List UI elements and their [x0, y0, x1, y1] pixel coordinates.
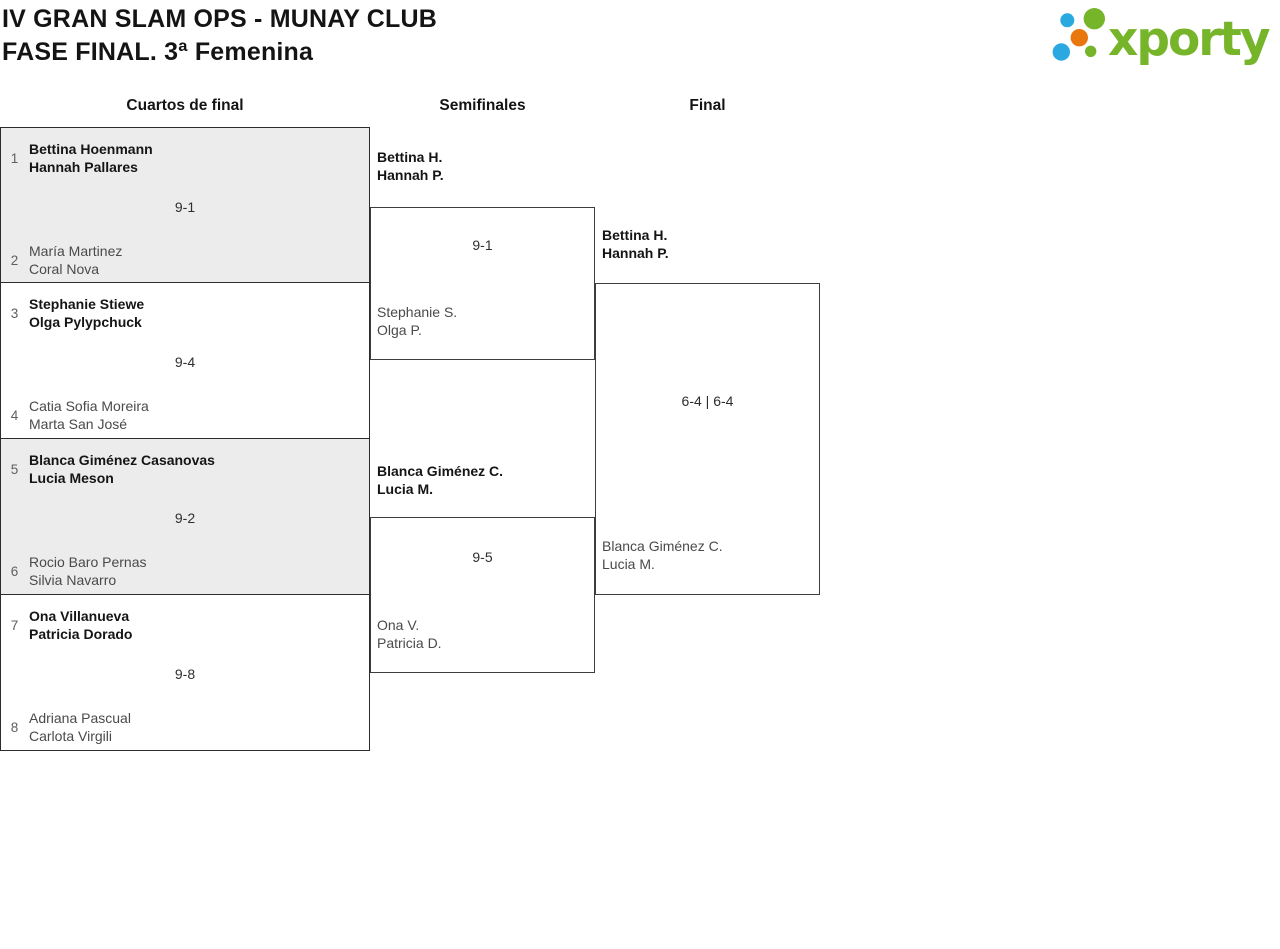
seed-number: 5 [10, 461, 19, 477]
player-name: Ona Villanueva [29, 608, 130, 624]
seed-number: 4 [10, 407, 19, 423]
quarterfinal-match-2: 3 Stephanie Stiewe Olga Pylypchuck 9-4 4… [0, 282, 370, 439]
final-score: 6-4 | 6-4 [681, 393, 734, 409]
seed-number: 6 [10, 563, 19, 579]
player-name: Ona V. [377, 617, 420, 633]
page-title: IV GRAN SLAM OPS - MUNAY CLUB FASE FINAL… [2, 3, 437, 69]
quarterfinal-match-3: 5 Blanca Giménez Casanovas Lucia Meson 9… [0, 438, 370, 595]
player-name: María Martinez [29, 243, 123, 259]
xporty-logo-icon: xporty [1052, 8, 1272, 67]
semifinal-match-1-box [370, 207, 595, 360]
player-name: Stephanie Stiewe [29, 296, 145, 312]
seed-number: 1 [10, 150, 19, 166]
player-name: Catia Sofia Moreira [29, 398, 149, 414]
player-name: Lucia M. [377, 481, 434, 497]
team-pair: 7 Ona Villanueva Patricia Dorado [9, 607, 361, 643]
player-name: Patricia D. [377, 635, 442, 651]
semifinal-match-2-box [370, 517, 595, 673]
team-names-winner: Blanca Giménez Casanovas Lucia Meson [29, 451, 215, 487]
player-name: Blanca Giménez C. [377, 463, 504, 479]
team-names-winner: Stephanie Stiewe Olga Pylypchuck [29, 295, 144, 331]
player-name: Hannah P. [377, 167, 444, 183]
xporty-logo[interactable]: xporty [1045, 2, 1280, 70]
player-name: Coral Nova [29, 261, 100, 277]
phase-category: FASE FINAL. 3ª Femenina [2, 38, 314, 66]
player-name: Olga Pylypchuck [29, 314, 142, 330]
player-name: Bettina H. [377, 149, 443, 165]
team-pair: 1 Bettina Hoenmann Hannah Pallares [9, 140, 361, 176]
player-name: Stephanie S. [377, 304, 458, 320]
player-name: Olga P. [377, 322, 422, 338]
seed-number: 8 [10, 719, 19, 735]
semifinal-1-top-team: Bettina H. Hannah P. [377, 148, 444, 184]
match-score: 9-2 [174, 510, 196, 526]
seed-number: 3 [10, 305, 19, 321]
team-names-winner: Ona Villanueva Patricia Dorado [29, 607, 132, 643]
round-header-semifinales: Semifinales [439, 97, 526, 114]
player-name: Rocio Baro Pernas [29, 554, 147, 570]
team-pair: 8 Adriana Pascual Carlota Virgili [9, 709, 361, 745]
match-score: 9-1 [174, 199, 196, 215]
final-bottom-team: Blanca Giménez C. Lucia M. [602, 537, 723, 573]
player-name: Hannah Pallares [29, 159, 138, 175]
player-name: Bettina H. [602, 227, 668, 243]
player-name: Bettina Hoenmann [29, 141, 153, 157]
quarterfinal-match-4: 7 Ona Villanueva Patricia Dorado 9-8 8 A… [0, 594, 370, 751]
match-score: 9-8 [174, 666, 196, 682]
logo-wordmark: xporty [1108, 12, 1270, 67]
match-score: 9-5 [472, 549, 493, 565]
player-name: Marta San José [29, 416, 128, 432]
player-name: Blanca Giménez C. [602, 538, 723, 554]
final-match-box [595, 283, 820, 595]
team-names: Catia Sofia Moreira Marta San José [29, 397, 149, 433]
team-names: Adriana Pascual Carlota Virgili [29, 709, 131, 745]
logo-dot-orange-icon [1070, 29, 1088, 47]
player-name: Silvia Navarro [29, 572, 117, 588]
player-name: Lucia M. [602, 556, 655, 572]
match-score: 9-4 [174, 354, 196, 370]
team-pair: 6 Rocio Baro Pernas Silvia Navarro [9, 553, 361, 589]
seed-number: 2 [10, 252, 19, 268]
player-name: Carlota Virgili [29, 728, 112, 744]
logo-dot-green-small-icon [1085, 45, 1097, 57]
team-names: María Martinez Coral Nova [29, 242, 122, 278]
player-name: Adriana Pascual [29, 710, 131, 726]
quarterfinal-match-1: 1 Bettina Hoenmann Hannah Pallares 9-1 2… [0, 127, 370, 283]
round-header-final: Final [689, 97, 726, 114]
logo-dot-green-large-icon [1083, 8, 1105, 30]
player-name: Lucia Meson [29, 470, 114, 486]
logo-dot-blue-small-icon [1060, 13, 1075, 28]
team-pair: 2 María Martinez Coral Nova [9, 242, 361, 278]
semifinal-1-bottom-team: Stephanie S. Olga P. [377, 303, 457, 339]
team-names-winner: Bettina Hoenmann Hannah Pallares [29, 140, 153, 176]
semifinal-2-bottom-team: Ona V. Patricia D. [377, 616, 442, 652]
player-name: Hannah P. [602, 245, 669, 261]
team-pair: 4 Catia Sofia Moreira Marta San José [9, 397, 361, 433]
team-names: Rocio Baro Pernas Silvia Navarro [29, 553, 147, 589]
seed-number: 7 [10, 617, 19, 633]
tournament-name: IV GRAN SLAM OPS - MUNAY CLUB [2, 5, 437, 33]
round-header-cuartos-de-final: Cuartos de final [126, 97, 244, 114]
team-pair: 3 Stephanie Stiewe Olga Pylypchuck [9, 295, 361, 331]
player-name: Patricia Dorado [29, 626, 133, 642]
team-pair: 5 Blanca Giménez Casanovas Lucia Meson [9, 451, 361, 487]
semifinal-2-top-team: Blanca Giménez C. Lucia M. [377, 462, 503, 498]
player-name: Blanca Giménez Casanovas [29, 452, 215, 468]
final-top-team: Bettina H. Hannah P. [602, 226, 669, 262]
match-score: 9-1 [472, 237, 493, 253]
logo-dot-blue-medium-icon [1052, 43, 1070, 61]
